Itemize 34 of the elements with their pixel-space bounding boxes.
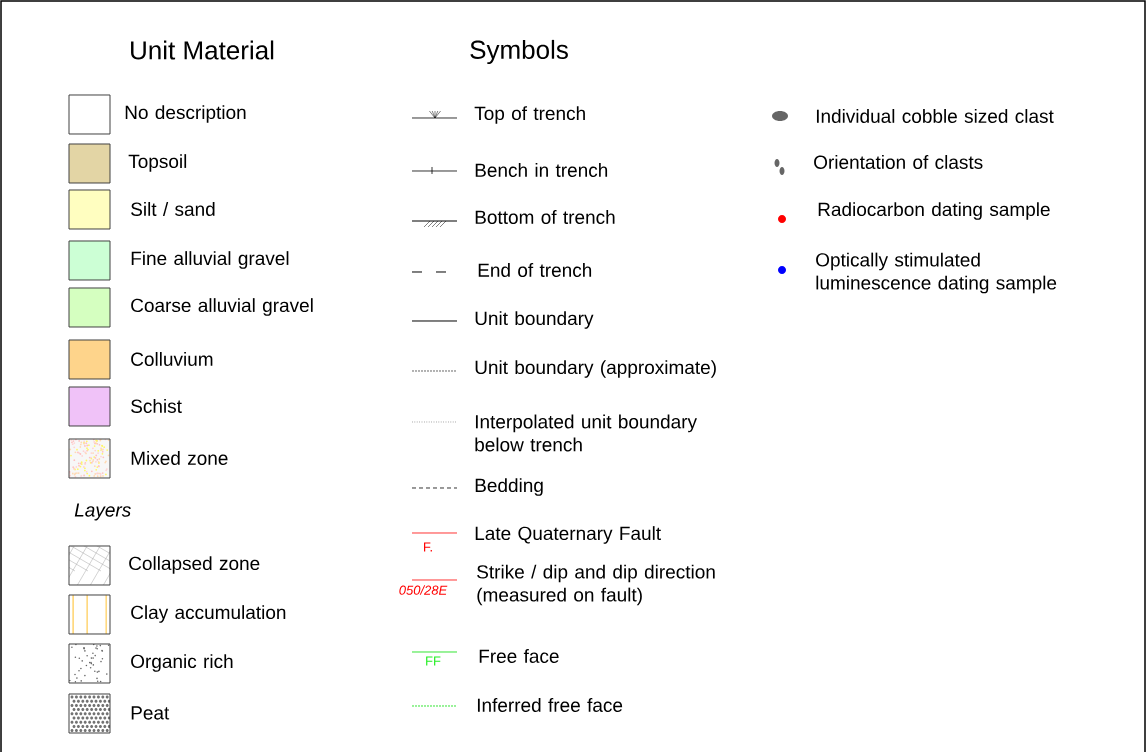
- legend-label: Individual cobble sized clast: [816, 109, 1054, 123]
- legend-label: Mixed zone: [131, 451, 228, 465]
- legend-label: Clay accumulation: [131, 605, 286, 623]
- symbol-label: FF: [426, 656, 441, 666]
- legend-label: Bottom of trench: [475, 210, 615, 224]
- legend-label: Free face: [479, 649, 559, 663]
- symbol-label: F.: [424, 542, 432, 552]
- legend-label: Unit boundary (approximate): [475, 360, 716, 378]
- legend-label: Interpolated unit boundary below trench: [475, 414, 697, 452]
- legend-label: Late Quaternary Fault: [475, 526, 661, 544]
- legend-label: Unit boundary: [475, 311, 594, 329]
- legend-label: End of trench: [478, 263, 592, 277]
- legend-label: Topsoil: [128, 154, 187, 172]
- legend-label: Fine alluvial gravel: [131, 251, 289, 269]
- legend-label: Collapsed zone: [129, 556, 260, 574]
- legend-label: Peat: [131, 706, 170, 720]
- legend-label: No description: [125, 105, 246, 123]
- symbol-label: 050/28E: [399, 585, 448, 595]
- legend-label: Top of trench: [474, 106, 585, 124]
- heading: Layers: [74, 503, 131, 521]
- legend-label: Colluvium: [131, 352, 213, 366]
- legend-label: Bench in trench: [475, 163, 608, 177]
- legend-label: Schist: [131, 399, 182, 413]
- legend-label: Silt / sand: [131, 202, 215, 216]
- legend-label: Orientation of clasts: [814, 155, 983, 169]
- legend-label: Radiocarbon dating sample: [818, 202, 1050, 220]
- legend-label: Optically stimulated luminescence dating sample: [816, 252, 1057, 294]
- legend-label: Bedding: [475, 478, 543, 496]
- legend-label: Coarse alluvial gravel: [131, 298, 313, 316]
- legend-label: Inferred free face: [477, 698, 623, 712]
- legend-label: Organic rich: [131, 654, 233, 672]
- legend-label: Strike / dip and dip direction (measured on fault): [477, 564, 715, 606]
- heading: Unit Material: [131, 40, 274, 60]
- heading: Symbols: [470, 39, 568, 65]
